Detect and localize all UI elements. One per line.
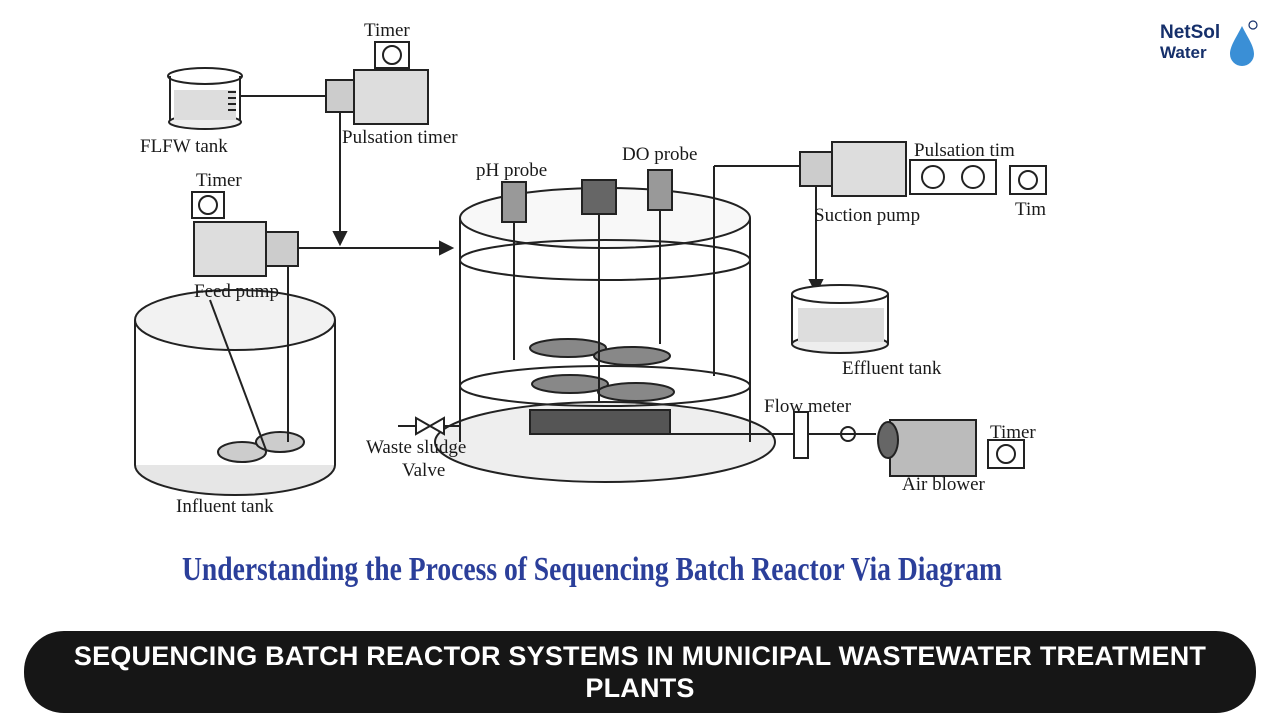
label-timer-feed: Timer — [196, 170, 242, 191]
label-effluent-tank: Effluent tank — [842, 358, 942, 379]
flow-meter — [793, 411, 856, 459]
label-timer-air: Timer — [990, 422, 1036, 443]
brand-line1: NetSol — [1160, 22, 1221, 43]
label-pulsation-timer-left: Pulsation timer — [342, 127, 458, 148]
suction-pump — [799, 141, 1047, 197]
label-air-blower: Air blower — [902, 474, 986, 495]
label-waste-sludge: Waste sludge — [366, 437, 466, 458]
label-timer-right-top: Tim — [1015, 199, 1046, 220]
label-do-probe: DO probe — [622, 144, 697, 165]
label-influent-tank: Influent tank — [176, 496, 274, 517]
label-pulsation-timer-right: Pulsation tim — [914, 140, 1015, 161]
title-banner: SEQUENCING BATCH REACTOR SYSTEMS IN MUNI… — [24, 631, 1256, 713]
feed-pump — [191, 191, 299, 277]
label-flfw-tank: FLFW tank — [140, 136, 228, 157]
sbr-diagram: Timer FLFW tank Pulsation timer Timer Fe… — [130, 10, 1055, 600]
diagram-caption: Understanding the Process of Sequencing … — [182, 551, 1002, 588]
label-timer-top: Timer — [364, 20, 410, 41]
effluent-tank — [791, 284, 889, 354]
sbr-diagram-svg: Timer FLFW tank Pulsation timer Timer Fe… — [134, 20, 1047, 588]
flfw-tank — [167, 67, 243, 130]
label-valve: Valve — [402, 460, 445, 481]
label-suction-pump: Suction pump — [814, 205, 920, 226]
influent-tank — [134, 266, 336, 496]
brand-line2: Water — [1160, 43, 1207, 62]
pulsation-timer-left — [325, 41, 429, 125]
reactor-vessel — [434, 169, 776, 483]
netsol-logo: NetSol Water — [1150, 18, 1260, 70]
label-ph-probe: pH probe — [476, 160, 547, 181]
label-flow-meter: Flow meter — [764, 396, 852, 417]
banner-title: SEQUENCING BATCH REACTOR SYSTEMS IN MUNI… — [73, 641, 1207, 703]
label-feed-pump: Feed pump — [194, 281, 279, 302]
waste-sludge-valve — [398, 416, 460, 436]
water-drop-icon — [1230, 20, 1258, 66]
air-blower — [877, 419, 1025, 477]
